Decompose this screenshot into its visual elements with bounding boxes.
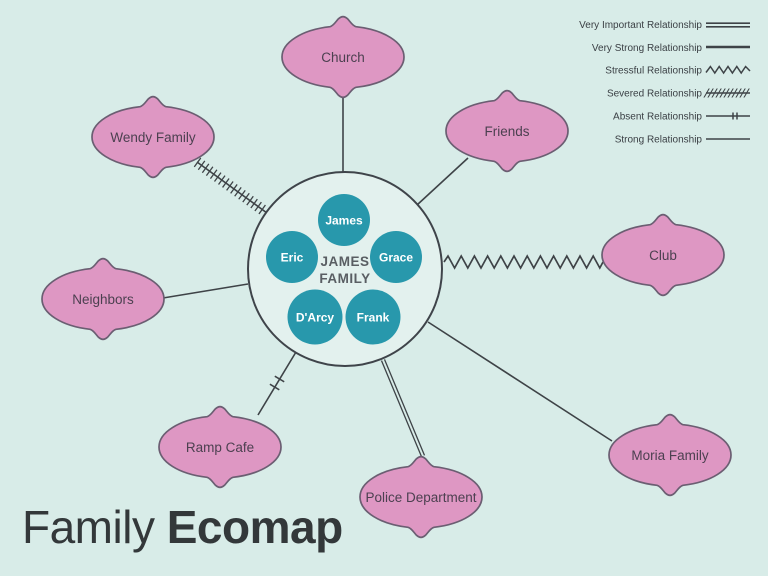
- member-frank: Frank: [345, 289, 401, 345]
- node-church-label: Church: [321, 50, 365, 65]
- legend-label-strong: Strong Relationship: [615, 135, 703, 146]
- family-name-line1: JAMES: [320, 254, 369, 269]
- node-church: Church: [281, 15, 405, 99]
- center-family-circle: JAMES FAMILY James Eric Grace D'Arcy Fra…: [247, 171, 443, 367]
- node-club: Club: [601, 213, 725, 297]
- connection-club: [443, 254, 604, 270]
- connection-police-department: [380, 359, 426, 457]
- node-moria-family-label: Moria Family: [631, 448, 709, 463]
- node-police-department-label: Police Department: [365, 490, 476, 505]
- connections: [162, 96, 613, 457]
- legend-label-very-strong: Very Strong Relationship: [592, 43, 703, 54]
- member-darcy-label: D'Arcy: [296, 311, 335, 325]
- member-darcy: D'Arcy: [287, 289, 343, 345]
- node-ramp-cafe-label: Ramp Cafe: [186, 440, 254, 455]
- node-wendy-family-label: Wendy Family: [110, 130, 196, 145]
- legend-label-stressful: Stressful Relationship: [605, 66, 702, 77]
- member-grace: Grace: [370, 231, 422, 283]
- legend-symbol-very-important-relationship: [706, 22, 750, 28]
- node-neighbors-label: Neighbors: [72, 292, 134, 307]
- legend-label-absent: Absent Relationship: [613, 112, 702, 123]
- connection-ramp-cafe: [257, 351, 297, 416]
- node-ramp-cafe: Ramp Cafe: [158, 405, 282, 489]
- member-eric: Eric: [266, 231, 318, 283]
- member-frank-label: Frank: [357, 311, 390, 325]
- node-neighbors: Neighbors: [41, 257, 165, 341]
- family-name-line2: FAMILY: [319, 271, 370, 286]
- page-title: Family Ecomap: [22, 500, 343, 554]
- member-eric-label: Eric: [281, 251, 304, 265]
- legend-symbol-stressful-relationship: [705, 65, 751, 75]
- connection-moria-family: [427, 321, 613, 442]
- connection-wendy-family: [193, 157, 271, 218]
- legend-symbol-absent-relationship: [706, 112, 750, 120]
- legend-label-very-important: Very Important Relationship: [579, 20, 702, 31]
- page-title-emphasis: Ecomap: [166, 501, 343, 553]
- legend-label-severed: Severed Relationship: [607, 89, 702, 100]
- node-club-label: Club: [649, 248, 677, 263]
- legend: Very Important Relationship Very Strong …: [579, 20, 753, 146]
- connection-friends: [416, 157, 469, 206]
- connection-neighbors: [162, 283, 249, 299]
- page-title-prefix: Family: [22, 501, 167, 553]
- member-james: James: [318, 194, 370, 246]
- ecomap-nodes: Church Wendy Family Friends Neighbors Cl…: [41, 15, 732, 539]
- node-friends: Friends: [445, 89, 569, 173]
- node-friends-label: Friends: [484, 124, 529, 139]
- node-police-department: Police Department: [359, 455, 483, 539]
- node-wendy-family: Wendy Family: [91, 95, 215, 179]
- node-moria-family: Moria Family: [608, 413, 732, 497]
- member-grace-label: Grace: [379, 251, 413, 265]
- member-james-label: James: [325, 214, 363, 228]
